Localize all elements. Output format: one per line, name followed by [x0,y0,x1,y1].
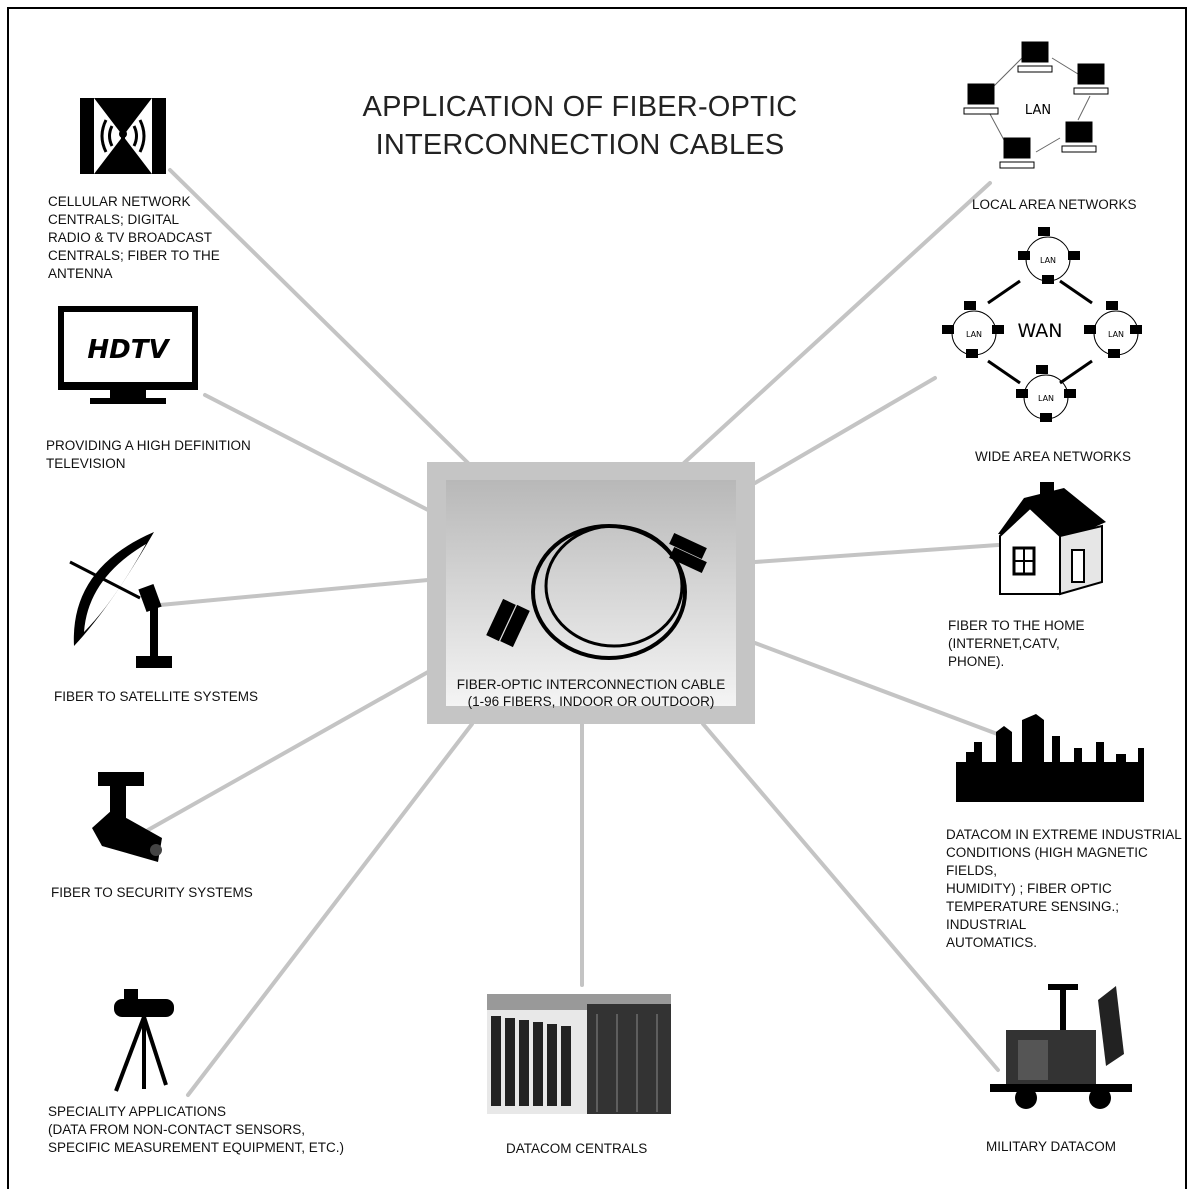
connector-industrial [753,641,1002,737]
title-line-2: INTERCONNECTION CABLES [375,129,785,161]
connector-lan [682,181,992,465]
fiber-cable-icon [486,524,707,660]
diagram-title: APPLICATION OF FIBER-OPTIC INTERCONNECTI… [360,88,800,164]
label-lan-line-1: LOCAL AREA NETWORKS [972,197,1137,212]
center-caption: FIBER-OPTIC INTERCONNECTION CABLE (1-96 … [446,676,736,710]
datacom-centrals-photo [487,994,671,1114]
label-industrial-line-4: TEMPERATURE SENSING.; INDUSTRIAL [946,899,1120,932]
connector-wan [753,376,937,485]
center-hub-panel: FIBER-OPTIC INTERCONNECTION CABLE (1-96 … [446,480,736,709]
security-camera-icon [92,772,162,862]
label-cellular-line-5: ANTENNA [48,266,113,281]
label-speciality-line-3: SPECIFIC MEASUREMENT EQUIPMENT, ETC.) [48,1140,345,1155]
connector-speciality [186,722,474,1097]
wan-lan-text-top: LAN [1040,256,1056,265]
label-cellular-line-2: CENTRALS; DIGITAL [48,212,180,227]
center-caption-line-2: (1-96 FIBERS, INDOOR OR OUTDOOR) [467,694,715,709]
label-wan-line-1: WIDE AREA NETWORKS [975,449,1132,464]
wan-text: WAN [1018,320,1063,342]
label-lan: LOCAL AREA NETWORKS [972,196,1137,214]
center-hub: FIBER-OPTIC INTERCONNECTION CABLE (1-96 … [427,462,755,724]
connector-hdtv [203,393,430,512]
label-military-line-1: MILITARY DATACOM [986,1139,1117,1154]
wan-lan-text-right: LAN [1108,330,1124,339]
label-industrial-line-5: AUTOMATICS. [946,935,1038,950]
label-industrial-line-3: HUMIDITY) ; FIBER OPTIC [946,881,1112,896]
house-icon [998,482,1106,596]
label-hdtv-line-1: PROVIDING A HIGH DEFINITION [46,438,251,453]
label-cellular: CELLULAR NETWORK CENTRALS; DIGITAL RADIO… [48,193,220,283]
label-hdtv: PROVIDING A HIGH DEFINITION TELEVISION [46,437,251,473]
label-industrial: DATACOM IN EXTREME INDUSTRIAL CONDITIONS… [946,826,1195,952]
label-datacom-centrals-line-1: DATACOM CENTRALS [506,1141,648,1156]
label-satellite-line-1: FIBER TO SATELLITE SYSTEMS [54,689,259,704]
label-speciality: SPECIALITY APPLICATIONS (DATA FROM NON-C… [48,1103,344,1157]
connector-home [753,543,1000,564]
label-hdtv-line-2: TELEVISION [46,456,126,471]
wan-lan-text-left: LAN [966,330,982,339]
military-vehicle-icon [990,984,1132,1109]
industrial-plant-icon [956,714,1144,802]
center-caption-line-1: FIBER-OPTIC INTERCONNECTION CABLE [456,677,726,692]
connector-satellite [158,578,430,607]
connector-military [701,722,1000,1072]
connector-cellular [168,168,470,465]
label-cellular-line-4: CENTRALS; FIBER TO THE [48,248,220,263]
label-home-line-1: FIBER TO THE HOME (INTERNET,CATV, [948,618,1085,651]
label-industrial-line-1: DATACOM IN EXTREME INDUSTRIAL [946,827,1182,842]
lan-diagram-icon: LAN [963,41,1109,169]
lan-text: LAN [1025,103,1051,118]
label-home: FIBER TO THE HOME (INTERNET,CATV, PHONE)… [948,617,1195,671]
measurement-tripod-icon [114,989,174,1092]
label-speciality-line-1: SPECIALITY APPLICATIONS [48,1104,227,1119]
satellite-dish-icon [69,532,172,668]
label-cellular-line-1: CELLULAR NETWORK [48,194,191,209]
title-line-1: APPLICATION OF FIBER-OPTIC [362,91,798,123]
label-home-line-2: PHONE). [948,654,1005,669]
label-cellular-line-3: RADIO & TV BROADCAST [48,230,213,245]
label-datacom-centrals: DATACOM CENTRALS [506,1140,647,1158]
cellular-tower-icon [80,98,166,174]
label-military: MILITARY DATACOM [986,1138,1116,1156]
label-wan: WIDE AREA NETWORKS [975,448,1131,466]
connector-security [146,670,430,832]
label-speciality-line-2: (DATA FROM NON-CONTACT SENSORS, [48,1122,306,1137]
label-security: FIBER TO SECURITY SYSTEMS [51,884,253,902]
wan-diagram-icon: LAN LAN LAN LAN WAN [942,227,1142,422]
label-satellite: FIBER TO SATELLITE SYSTEMS [54,688,258,706]
diagram-frame [7,7,1187,1189]
hdtv-icon: HDTV [58,306,198,404]
hdtv-logo-text: HDTV [87,335,170,365]
label-industrial-line-2: CONDITIONS (HIGH MAGNETIC FIELDS, [946,845,1148,878]
wan-lan-text-bottom: LAN [1038,394,1054,403]
label-security-line-1: FIBER TO SECURITY SYSTEMS [51,885,253,900]
